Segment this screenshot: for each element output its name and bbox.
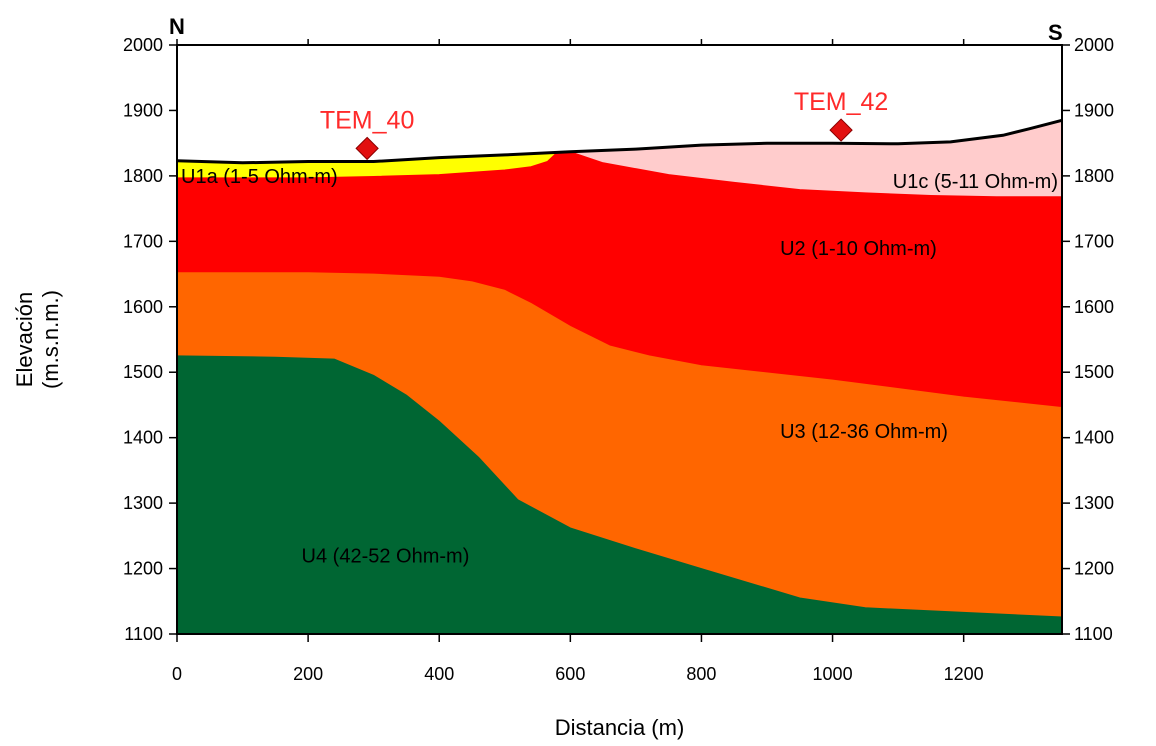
unit-label-u1c: U1c (5-11 Ohm-m) — [893, 171, 1058, 193]
y-tick-label-right: 1300 — [1074, 493, 1114, 513]
x-tick-label: 1200 — [944, 664, 984, 684]
y-tick-label-right: 1800 — [1074, 166, 1114, 186]
y-tick-label-right: 1500 — [1074, 362, 1114, 382]
y-tick-label-right: 1400 — [1074, 428, 1114, 448]
y-tick-label-left: 1600 — [123, 297, 163, 317]
station-label-tem-40: TEM_40 — [320, 106, 414, 134]
unit-label-u3: U3 (12-36 Ohm-m) — [780, 421, 948, 443]
topography-line — [176, 118, 1063, 165]
x-tick-label: 800 — [686, 664, 716, 684]
x-tick-label: 400 — [424, 664, 454, 684]
y-tick-label-right: 2000 — [1074, 35, 1114, 55]
y-tick-label-left: 1700 — [123, 231, 163, 251]
y-tick-label-left: 1100 — [124, 624, 163, 644]
orientation-north-label: N — [169, 14, 185, 39]
x-tick-label: 600 — [555, 664, 585, 684]
x-tick-label: 0 — [172, 664, 182, 684]
y-axis-title: Elevación (m.s.n.m.) — [12, 290, 63, 389]
station-label-tem-42: TEM_42 — [794, 88, 888, 116]
x-tick-label: 200 — [293, 664, 323, 684]
geoelectric-units-layer — [176, 119, 1063, 635]
x-axis-title: Distancia (m) — [555, 715, 685, 740]
y-tick-label-right: 1600 — [1074, 297, 1114, 317]
unit-label-u2: U2 (1-10 Ohm-m) — [780, 238, 937, 260]
y-tick-label-right: 1200 — [1074, 559, 1114, 579]
y-tick-label-right: 1700 — [1074, 231, 1114, 251]
station-marker-tem-40 — [355, 136, 379, 161]
orientation-south-label: S — [1048, 20, 1063, 45]
y-axis-title-line1: Elevación — [12, 292, 37, 387]
stations-layer: TEM_40 TEM_42 — [320, 88, 888, 161]
y-tick-label-left: 2000 — [123, 35, 163, 55]
plot-frame — [176, 44, 1063, 635]
y-tick-label-left: 1400 — [123, 428, 163, 448]
unit-label-u4: U4 (42-52 Ohm-m) — [302, 545, 470, 567]
y-tick-label-left: 1800 — [123, 166, 163, 186]
y-tick-label-left: 1300 — [123, 493, 163, 513]
y-tick-label-right: 1900 — [1074, 100, 1114, 120]
y-tick-label-right: 1100 — [1074, 624, 1113, 644]
x-tick-label: 1000 — [813, 664, 853, 684]
station-marker-tem-42 — [829, 118, 853, 142]
unit-label-u1a: U1a (1-5 Ohm-m) — [181, 166, 338, 188]
axes-layer: 1100 1100 1200 1200 1300 1300 1400 1400 1500 1500… — [123, 35, 1114, 684]
unit-labels-layer: U1a (1-5 Ohm-m) U1c (5-11 Ohm-m) U2 (1-10 … — [181, 166, 1058, 568]
y-axis-title-line2: (m.s.n.m.) — [38, 290, 63, 389]
y-tick-label-left: 1200 — [123, 559, 163, 579]
y-tick-label-left: 1500 — [123, 362, 163, 382]
y-tick-label-left: 1900 — [123, 100, 163, 120]
